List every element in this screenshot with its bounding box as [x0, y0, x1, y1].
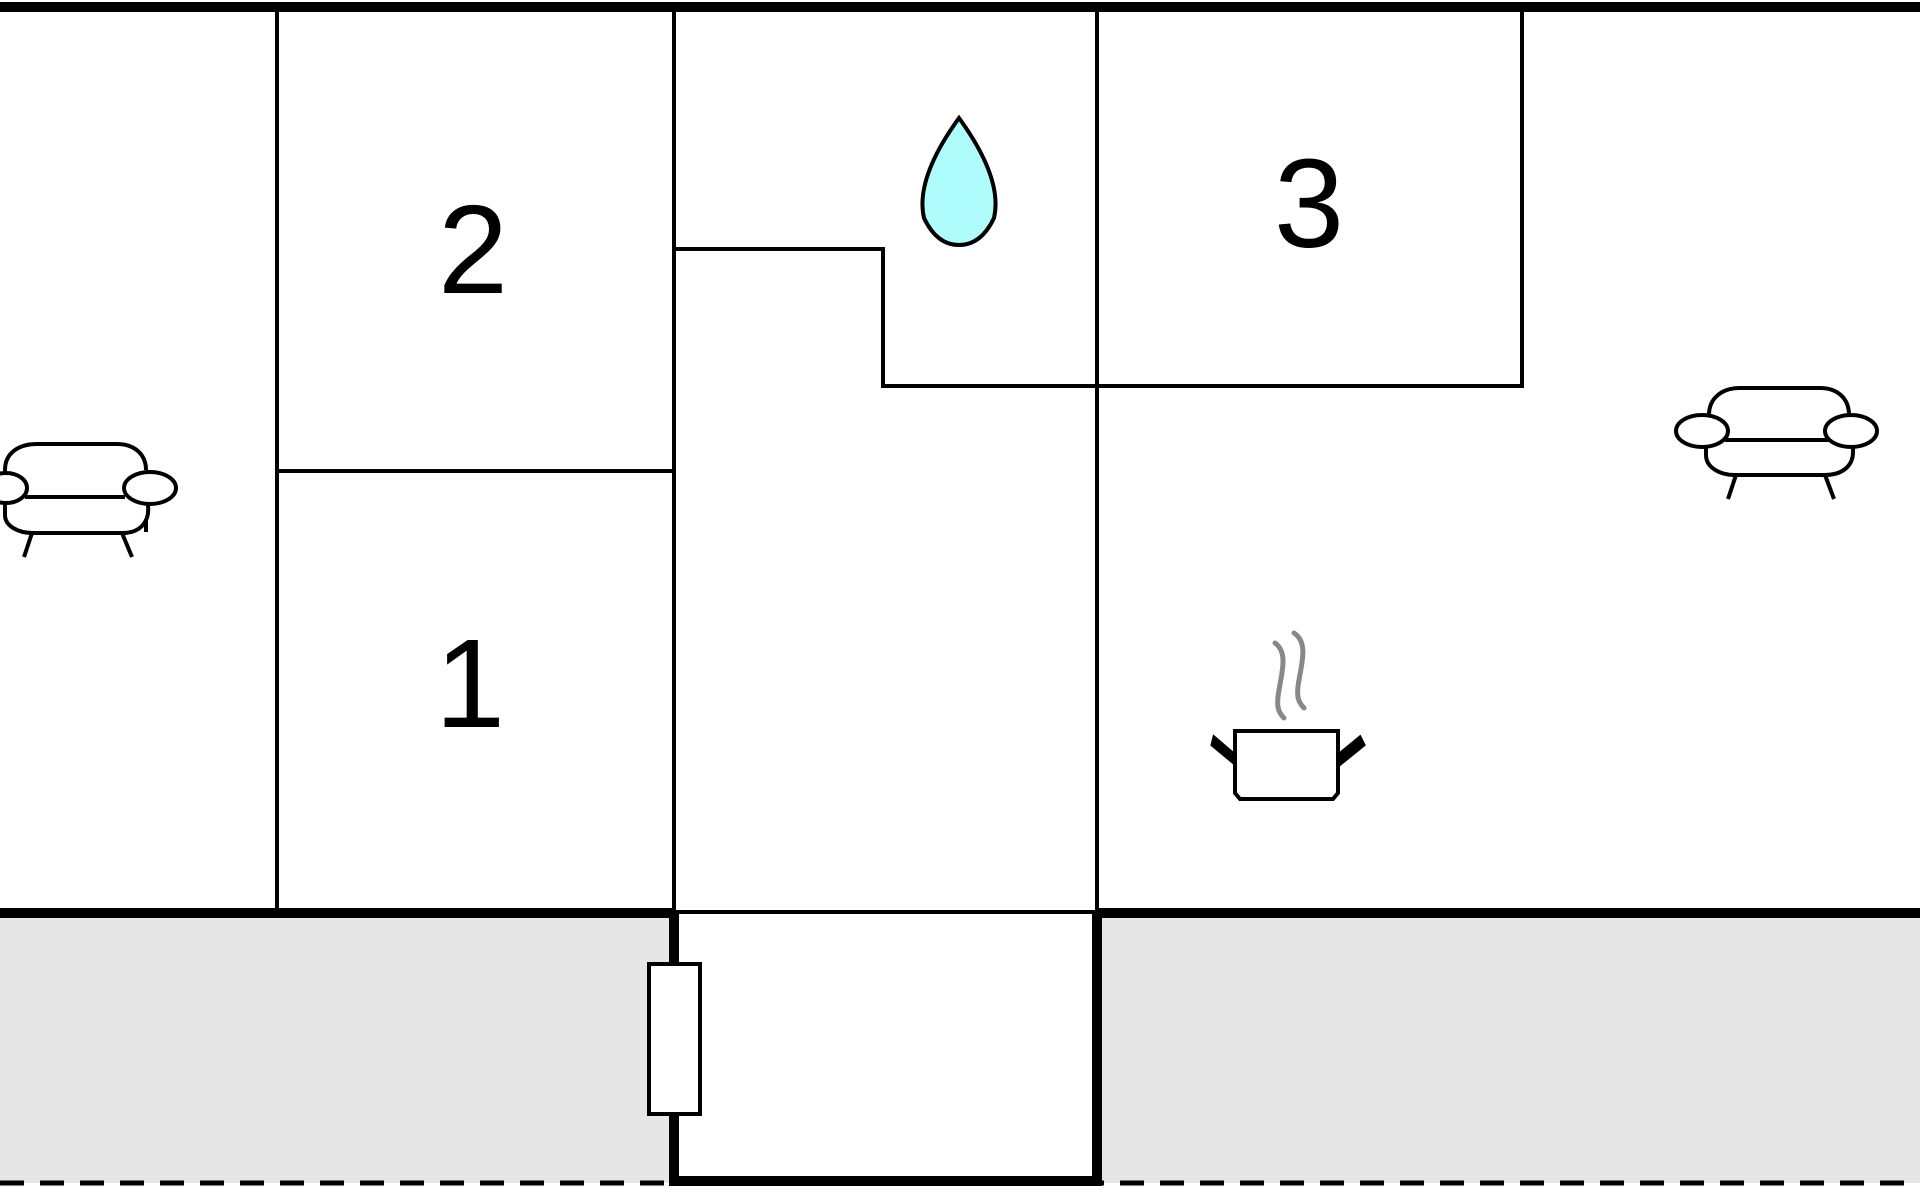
room-3-label: 3: [1274, 133, 1344, 274]
door-icon: [647, 962, 702, 1116]
room-1-label: 1: [435, 613, 505, 754]
wall-bathroom: [674, 247, 1098, 388]
room-2-label: 2: [438, 179, 508, 320]
entrance-porch: [675, 913, 1095, 1180]
water-drop-icon: [920, 114, 998, 248]
outdoor-area-right: [1098, 913, 1920, 1183]
sofa-icon: [0, 442, 178, 558]
wall-room3: [1097, 10, 1524, 388]
sofa-icon: [1674, 386, 1879, 500]
outdoor-area-left: [0, 913, 672, 1183]
cooking-pot-icon: [1210, 630, 1366, 801]
